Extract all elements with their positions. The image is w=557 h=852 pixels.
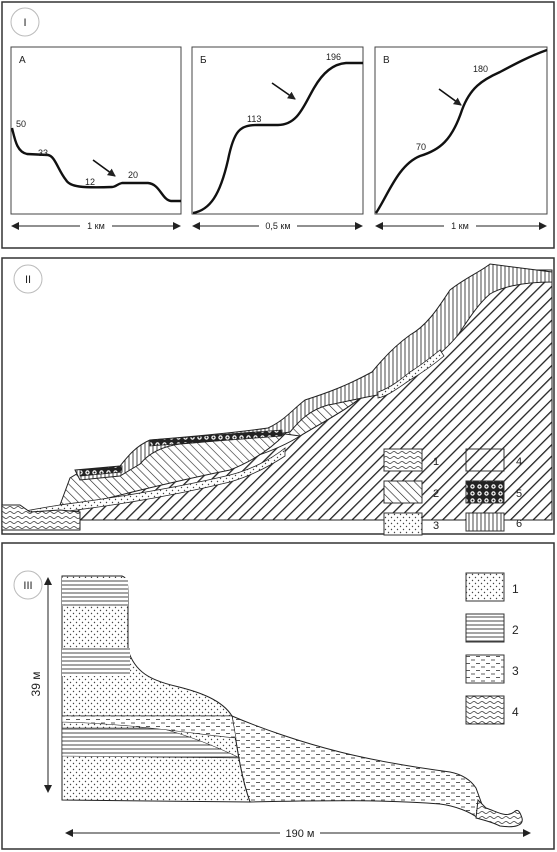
legend-3-swatch-2 — [465, 613, 505, 643]
panel-2: II 1 2 3 4 5 6 — [1, 257, 555, 536]
legend-2-label-6: 6 — [516, 518, 522, 530]
legend-3-label-1: 1 — [512, 582, 519, 596]
panel-2-roman: II — [25, 274, 31, 286]
profile-b-elev-196: 196 — [326, 52, 341, 62]
panel-3-roman: III — [23, 580, 32, 592]
section-toe-4 — [475, 798, 523, 828]
legend-3-label-3: 3 — [512, 664, 519, 678]
profile-a: А 50 33 12 20 1 км — [10, 46, 182, 232]
profile-a-elev-33: 33 — [38, 148, 48, 158]
profile-v-pointer-arrow — [438, 88, 462, 106]
width-label: 190 м — [286, 828, 315, 840]
panel-1-roman: I — [23, 17, 26, 29]
panel-3-badge — [13, 570, 43, 600]
pebble-lens-5 — [149, 429, 283, 447]
panel-1-badge — [10, 7, 40, 37]
profile-a-letter: А — [19, 55, 26, 66]
legend-3-swatch-1 — [465, 572, 505, 602]
legend-2-label-5: 5 — [516, 488, 522, 500]
profile-a-elev-50: 50 — [16, 119, 26, 129]
panel-2-badge — [13, 264, 43, 294]
legend-3-swatch-3 — [465, 654, 505, 684]
profile-b: Б 113 196 0,5 км — [191, 46, 364, 232]
profile-b-frame — [191, 46, 364, 215]
sand-lens-upper — [377, 349, 445, 399]
profile-v-letter: В — [383, 55, 390, 66]
legend-2-swatch-3 — [383, 512, 423, 536]
panel-3: III 39 м 190 м 1 2 3 4 — [1, 542, 555, 850]
legend-2-label-1: 1 — [433, 456, 439, 468]
panel-1: I А 50 33 12 20 1 км Б 113 196 0,5 км — [1, 1, 555, 249]
profile-v-frame — [374, 46, 548, 215]
legend-2-label-2: 2 — [433, 488, 439, 500]
profile-v: В 70 180 1 км — [374, 46, 548, 232]
legend-3-swatch-4 — [465, 695, 505, 725]
profile-b-pointer-arrow — [271, 82, 296, 100]
profile-v-elev-180: 180 — [473, 64, 488, 74]
profile-a-elev-20: 20 — [128, 170, 138, 180]
section-band-top — [62, 578, 128, 606]
legend-2-swatch-4 — [465, 448, 505, 472]
section-lens-dashed — [61, 715, 237, 739]
profile-v-curve — [375, 48, 548, 214]
profile-b-scale-bg — [259, 220, 297, 232]
profile-a-pointer-arrow — [92, 159, 116, 177]
profile-a-scale-label: 1 км — [87, 221, 105, 231]
section-band-mid — [62, 648, 130, 676]
height-label: 39 м — [29, 672, 43, 697]
profile-a-curve — [10, 127, 181, 203]
profile-a-scale-bg — [80, 220, 112, 232]
legend-2-swatch-1 — [383, 448, 423, 472]
legend-2-swatch-5 — [465, 480, 505, 504]
profile-a-elev-12: 12 — [85, 177, 95, 187]
profile-b-elev-113: 113 — [247, 114, 261, 124]
legend-2-label-3: 3 — [433, 520, 439, 532]
width-label-bg — [280, 826, 320, 840]
profile-a-frame — [10, 46, 182, 215]
legend-2-swatch-6 — [465, 512, 505, 532]
legend-3-label-2: 2 — [512, 623, 519, 637]
legend-2-label-4: 4 — [516, 456, 522, 468]
profile-v-scale-label: 1 км — [451, 221, 469, 231]
legend-3-label-4: 4 — [512, 705, 519, 719]
profile-b-curve — [192, 61, 363, 215]
profile-b-scale-label: 0,5 км — [265, 221, 290, 231]
silt-layer-1 — [1, 504, 81, 531]
pebble-lens-5-left — [79, 465, 123, 477]
profile-b-letter: Б — [200, 55, 207, 66]
panel-2-legend: 1 2 3 4 5 6 — [383, 448, 522, 536]
cover-layer-6 — [74, 263, 553, 481]
profile-v-elev-70: 70 — [416, 142, 426, 152]
panel-3-legend: 1 2 3 4 — [465, 572, 519, 725]
profile-v-scale-bg — [444, 220, 476, 232]
legend-2-swatch-2 — [383, 480, 423, 504]
